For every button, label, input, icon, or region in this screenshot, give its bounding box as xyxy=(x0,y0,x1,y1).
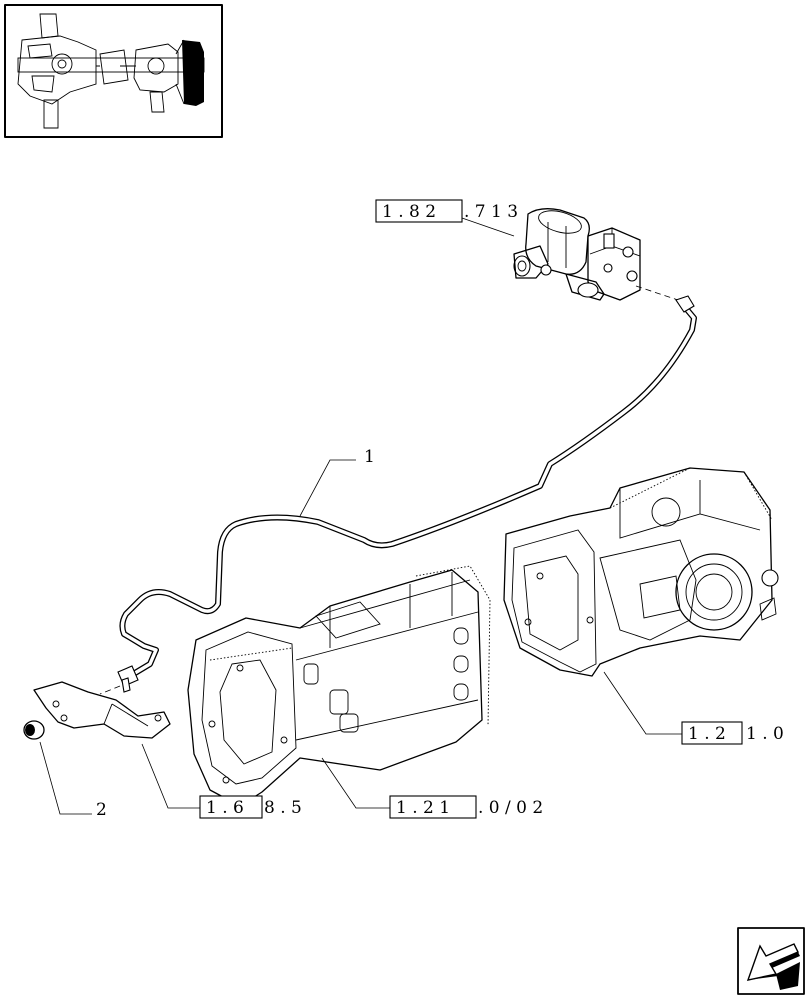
ref-tail-valve: . 7 1 3 xyxy=(464,202,518,222)
hydraulic-pipe xyxy=(99,295,697,695)
ref-label-valve: 1 . 8 2 xyxy=(382,202,436,222)
rear-housing xyxy=(503,467,779,677)
ref-label-rear: 1 . 2 xyxy=(688,724,726,744)
ref-tail-rear: 1 . 0 xyxy=(746,724,784,744)
ref-box-bracket[interactable] xyxy=(199,795,263,819)
control-valve-assembly xyxy=(513,208,679,301)
ref-box-rear[interactable] xyxy=(681,721,743,745)
ref-box-valve[interactable] xyxy=(375,199,463,223)
part-number-2: 2 xyxy=(96,800,107,820)
part-number-1: 1 xyxy=(364,447,375,467)
ref-label-front: 1 . 2 1 xyxy=(396,798,450,818)
nut-part xyxy=(23,720,45,740)
ref-label-bracket: 1 . 6 xyxy=(206,798,244,818)
ref-box-front[interactable] xyxy=(389,795,477,819)
axle-thumbnail-icon[interactable] xyxy=(4,4,223,138)
ref-tail-bracket: 8 . 5 xyxy=(264,798,302,818)
back-arrow-icon[interactable] xyxy=(737,927,805,995)
leader-lines xyxy=(39,217,682,815)
front-housing xyxy=(187,565,491,807)
mounting-bracket xyxy=(33,681,171,739)
ref-tail-front: . 0 / 0 2 xyxy=(478,798,543,818)
